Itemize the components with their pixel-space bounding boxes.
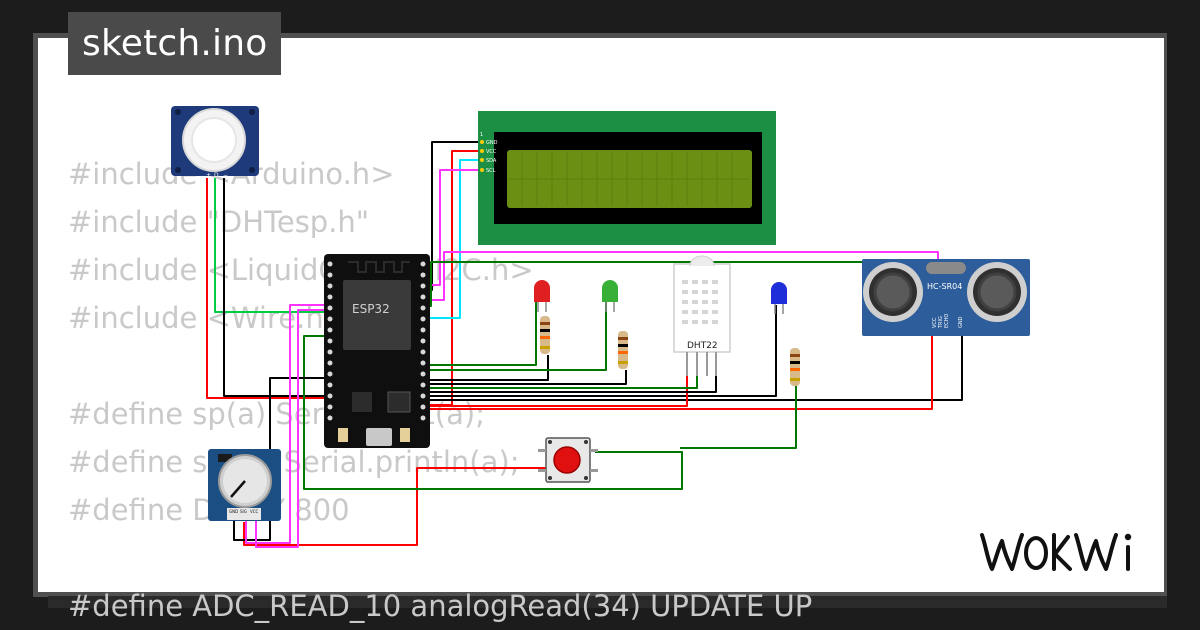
wire-led-green-gnd xyxy=(426,370,627,385)
pir-pin-gnd: − xyxy=(223,172,228,179)
wire-lcd-scl xyxy=(426,169,483,286)
pir-sensor[interactable]: + D − xyxy=(171,106,259,179)
file-name-tab[interactable]: sketch.ino xyxy=(68,12,282,75)
dht22-label: DHT22 xyxy=(687,341,718,351)
card-shadow xyxy=(48,596,1167,608)
ultrasonic-sensor[interactable]: HC-SR04 VCC TRIG ECHO GND xyxy=(862,259,1030,336)
us-pin-gnd: GND xyxy=(958,316,964,328)
us-pin-vcc: VCC xyxy=(932,317,938,328)
potentiometer[interactable]: GND SIG VCC xyxy=(208,449,281,521)
dht22-sensor[interactable]: DHT22 xyxy=(673,255,731,376)
lcd-pin-vcc: VCC xyxy=(486,149,497,155)
us-pin-echo: ECHO xyxy=(944,314,950,328)
wire-dht-data xyxy=(426,376,698,389)
wire-us-vcc xyxy=(426,332,933,410)
wire-led-blue xyxy=(426,305,777,397)
wokwi-logo xyxy=(980,533,1132,571)
esp32-label: ESP32 xyxy=(352,302,390,316)
wire-dht-vcc xyxy=(430,376,688,407)
lcd-pin-scl: SCL xyxy=(486,168,496,174)
wire-button-b xyxy=(303,335,683,490)
wire-lcd-gnd xyxy=(426,141,483,291)
red-led[interactable] xyxy=(534,280,550,312)
wire-lcd-sda xyxy=(426,159,483,319)
pot-pin-gnd: GND xyxy=(229,509,238,514)
wire-button-a xyxy=(243,467,548,546)
pir-pin-out: D xyxy=(214,172,219,179)
pot-pin-sig: SIG xyxy=(240,509,247,514)
wire-led-green xyxy=(426,300,607,371)
wire-lcd-vcc xyxy=(430,150,483,406)
wire-pir-out xyxy=(214,178,326,313)
logo-dot-icon xyxy=(1124,533,1132,541)
red-led-resistor xyxy=(540,316,550,354)
wire-pir-gnd xyxy=(223,178,326,397)
blue-led-resistor xyxy=(790,348,800,386)
green-led[interactable] xyxy=(602,280,618,312)
wire-led-blue-res xyxy=(680,385,797,449)
wire-pot-sig xyxy=(245,304,326,544)
esp32-board[interactable]: ESP32 xyxy=(324,254,430,448)
wire-pot-gnd xyxy=(233,377,326,541)
code-line: #include "DHTesp.h" xyxy=(68,205,370,239)
lcd-pin-sda: SDA xyxy=(486,158,497,164)
wire-us-gnd xyxy=(426,332,963,401)
wire-led-red xyxy=(426,300,537,366)
lcd-display[interactable]: 1 GND VCC SDA SCL xyxy=(478,111,776,245)
wire-dht-gnd xyxy=(426,376,717,393)
ultrasonic-label: HC-SR04 xyxy=(927,282,962,291)
pot-pin-vcc: VCC xyxy=(250,509,259,514)
lcd-pin-1: 1 xyxy=(480,132,483,138)
blue-led[interactable] xyxy=(771,282,787,314)
lcd-pin-gnd: GND xyxy=(486,140,498,146)
wire-pot-vcc xyxy=(255,309,326,548)
green-led-resistor xyxy=(618,331,628,369)
code-line: #define ADC_READ_10 analogRead(34) UPDAT… xyxy=(68,589,813,623)
wire-led-red-gnd xyxy=(426,355,549,381)
push-button[interactable] xyxy=(538,437,598,483)
pir-pin-vcc: + xyxy=(206,172,211,179)
us-pin-trig: TRIG xyxy=(938,316,944,329)
code-line: #include <Wire.h> xyxy=(68,301,349,335)
wire-pir-vcc xyxy=(206,178,326,399)
wires xyxy=(206,141,963,548)
